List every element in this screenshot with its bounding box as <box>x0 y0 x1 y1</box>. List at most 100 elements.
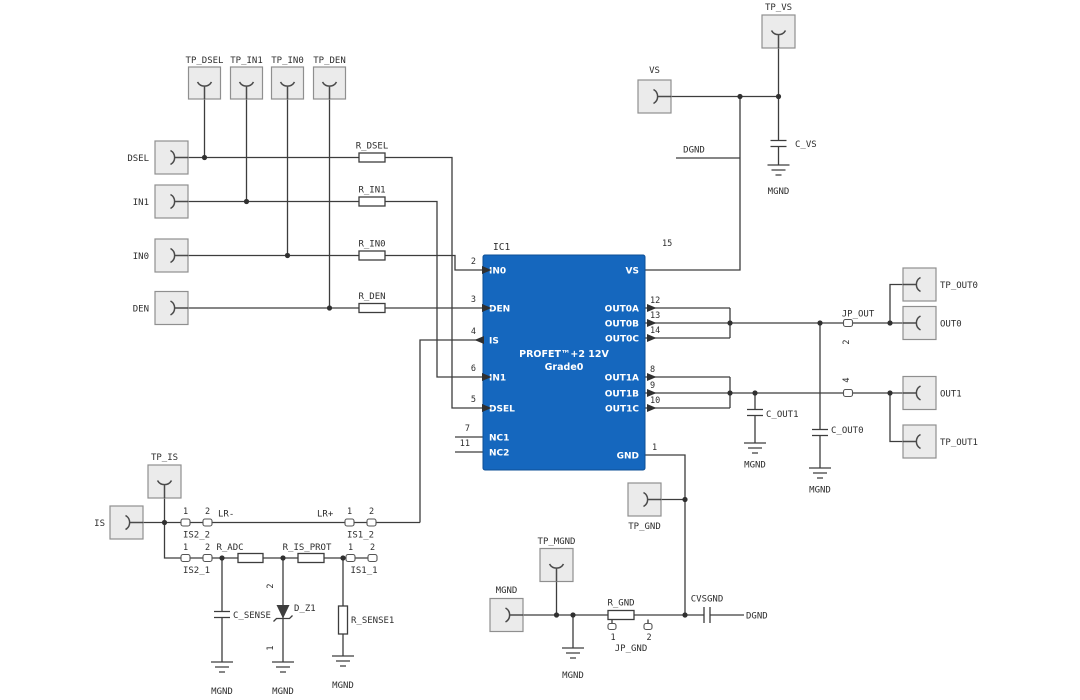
testpoint-tp-dsel: TP_DSEL <box>186 56 224 100</box>
resistor-r-den <box>358 302 386 314</box>
testpoint-pin-icon <box>770 30 787 48</box>
jumper-pin-number: 1 <box>183 507 188 517</box>
jumper-label: JP_GND <box>615 644 648 654</box>
jumper-pad <box>643 622 653 631</box>
net-label-dgnd: DGND <box>683 146 705 156</box>
junction-dot <box>201 154 208 161</box>
resistor-r-sense1 <box>337 605 349 635</box>
jumper-pin-number: 2 <box>842 339 852 344</box>
connector-vs: VS <box>637 66 672 114</box>
connector-label: MGND <box>496 586 518 596</box>
resistor-label: R_ADC <box>216 543 243 553</box>
test-points: TP_DSEL TP_IN1 TP_IN0 TP_DEN TP_VS TP_IS <box>147 3 978 583</box>
jumper-pad <box>366 518 377 527</box>
ic-pin-number: 3 <box>471 295 476 305</box>
resistor-r-dsel <box>358 152 386 163</box>
testpoint-pin-icon <box>321 81 338 99</box>
junction-dot <box>161 519 168 526</box>
net-nc <box>455 436 483 453</box>
ic-pin-name: OUT1B <box>605 390 639 400</box>
connector-mgnd: MGND <box>489 586 524 633</box>
testpoint-label: TP_IN1 <box>230 56 263 66</box>
junction-dot <box>727 320 733 326</box>
resistor-label: R_IN1 <box>358 186 385 196</box>
jumper-label: IS1_2 <box>347 531 374 541</box>
connector-label: VS <box>649 66 660 76</box>
testpoint-label: TP_VS <box>765 3 792 13</box>
testpoint-tp-in1: TP_IN1 <box>229 56 264 100</box>
connector-label: OUT1 <box>940 390 962 400</box>
junction-dot <box>887 320 893 326</box>
junction-dot <box>280 555 286 561</box>
jumper-label: IS2_1 <box>183 566 210 576</box>
connector-out1: OUT1 <box>902 375 962 411</box>
testpoint-pin-icon <box>279 81 296 99</box>
connector-label: OUT0 <box>940 320 962 330</box>
ic-pin-number: 8 <box>650 365 655 375</box>
junction-dot <box>887 390 893 396</box>
net-label-dgnd: DGND <box>746 612 768 622</box>
resistor-label: R_IN0 <box>358 240 385 250</box>
jumper-pad <box>345 553 356 563</box>
connector-label: IS <box>94 519 105 529</box>
zener-diode-dz1: D_Z1 2 1 <box>266 583 316 650</box>
connector-pin-icon <box>170 149 188 166</box>
zener-triangle-icon <box>276 605 290 619</box>
testpoint-label: TP_DSEL <box>186 56 224 66</box>
jumper-pin-number: 1 <box>348 543 353 553</box>
connector-in1: IN1 <box>133 184 189 219</box>
resistor-label: R_DEN <box>358 292 385 302</box>
junction-dots <box>161 93 893 618</box>
resistors: R_DSEL R_IN1 R_IN0 R_DEN R_ADC R_IS_PROT… <box>216 142 635 635</box>
testpoint-pin-icon <box>238 81 255 99</box>
ic-pin-name: NC1 <box>489 434 509 444</box>
ic-pin-name: DSEL <box>489 405 515 415</box>
ic-title-line2: Grade0 <box>545 362 584 373</box>
ic-pin-number: 5 <box>471 395 476 405</box>
net-labels: DGND DGND LR- LR+ MGND MGND MGND MGND MG… <box>211 146 831 698</box>
resistor-r-is-prot <box>297 552 325 564</box>
net-label-lr-plus: LR+ <box>317 510 334 520</box>
ic-pin-number: 12 <box>650 296 660 306</box>
jumper-pin-number: 4 <box>842 377 852 382</box>
connector-pin-icon <box>903 385 921 401</box>
capacitor-labels: C_VS C_OUT0 C_OUT1 C_SENSE CVSGND <box>233 140 864 621</box>
net-label-mgnd: MGND <box>332 681 354 691</box>
ic-pin-number: 9 <box>650 381 655 391</box>
resistor-r-in0 <box>358 250 386 261</box>
resistor-r-adc <box>237 552 264 564</box>
connector-dsel: DSEL <box>127 140 189 175</box>
testpoint-pin-icon <box>903 433 921 450</box>
ic-body <box>482 254 646 471</box>
resistor-label: R_IS_PROT <box>283 543 332 553</box>
testpoint-label: TP_DEN <box>313 56 346 66</box>
net-label-mgnd: MGND <box>562 671 584 681</box>
junction-dot <box>727 390 733 396</box>
connector-pin-icon <box>653 88 671 105</box>
ic-pin-number: 11 <box>460 439 470 449</box>
jumper-pad <box>344 518 355 527</box>
testpoint-pin-icon <box>643 491 661 508</box>
connector-pin-icon <box>170 193 188 210</box>
connector-label: IN0 <box>133 252 149 262</box>
ic-pin-number: 14 <box>650 326 660 336</box>
net-label-mgnd: MGND <box>809 486 831 496</box>
ic-pin-name: NC2 <box>489 449 509 459</box>
net-inputs <box>188 99 483 409</box>
capacitor-label: C_SENSE <box>233 611 271 621</box>
jumper-pad <box>180 553 191 563</box>
testpoint-tp-gnd: TP_GND <box>627 482 662 532</box>
junction-dot <box>682 612 688 618</box>
jumper-pin-number: 2 <box>369 507 374 517</box>
capacitor-plates <box>214 139 828 623</box>
testpoint-tp-is: TP_IS <box>147 453 182 499</box>
jumper-pin-number: 1 <box>610 633 615 643</box>
ic-pin-number: 15 <box>662 239 672 249</box>
testpoint-tp-out0: TP_OUT0 <box>902 267 978 302</box>
net-label-mgnd: MGND <box>768 187 790 197</box>
jumper-pin-number: 2 <box>646 633 651 643</box>
jumper-label: JP_OUT <box>842 310 875 320</box>
testpoint-label: TP_IS <box>151 453 178 463</box>
diode-pin-number: 2 <box>266 583 276 588</box>
resistor-label: R_SENSE1 <box>351 616 394 626</box>
